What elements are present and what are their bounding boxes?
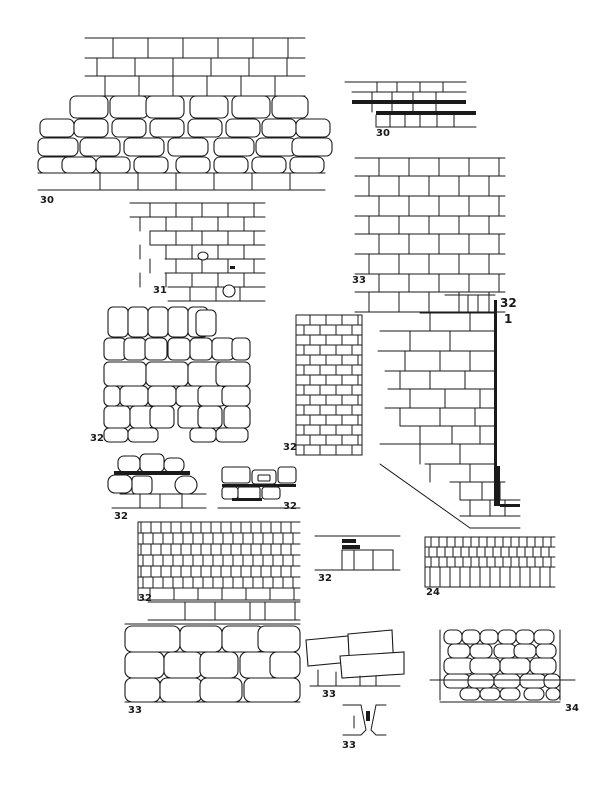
label-33a: 33: [352, 275, 366, 286]
label-31: 31: [153, 285, 167, 296]
label-30b: 30: [376, 128, 390, 139]
drawing-32f: [137, 521, 301, 601]
label-32c: 32: [114, 511, 128, 522]
drawing-33b: [124, 601, 301, 703]
label-32f: 32: [318, 573, 332, 584]
label-32b: 32: [283, 442, 297, 453]
drawing-32g: [314, 535, 401, 571]
label-32d: 32: [283, 501, 297, 512]
drawing-32a: [103, 306, 251, 443]
drawing-32e: [217, 466, 301, 509]
drawing-33a: [354, 157, 506, 313]
drawing-33c: [305, 629, 405, 687]
drawing-32-1: [377, 294, 521, 529]
drawing-30a: [37, 37, 333, 191]
drawing-31: [129, 202, 266, 302]
label-34: 34: [565, 703, 579, 714]
drawing-24: [424, 536, 556, 588]
label-33c: 33: [322, 689, 336, 700]
drawing-32d: [107, 453, 207, 509]
drawing-34: [429, 629, 576, 703]
label-33b: 33: [128, 705, 142, 716]
label-32a: 32: [90, 433, 104, 444]
label-24: 24: [426, 587, 440, 598]
drawing-33d: [342, 704, 387, 736]
label-32e: 32: [138, 593, 152, 604]
label-33d: 33: [342, 740, 356, 751]
label-32-top: 32: [500, 296, 517, 310]
drawing-30b: [344, 81, 477, 128]
label-32-sub: 1: [504, 312, 513, 326]
drawing-32b: [295, 314, 363, 456]
label-30a: 30: [40, 195, 54, 206]
